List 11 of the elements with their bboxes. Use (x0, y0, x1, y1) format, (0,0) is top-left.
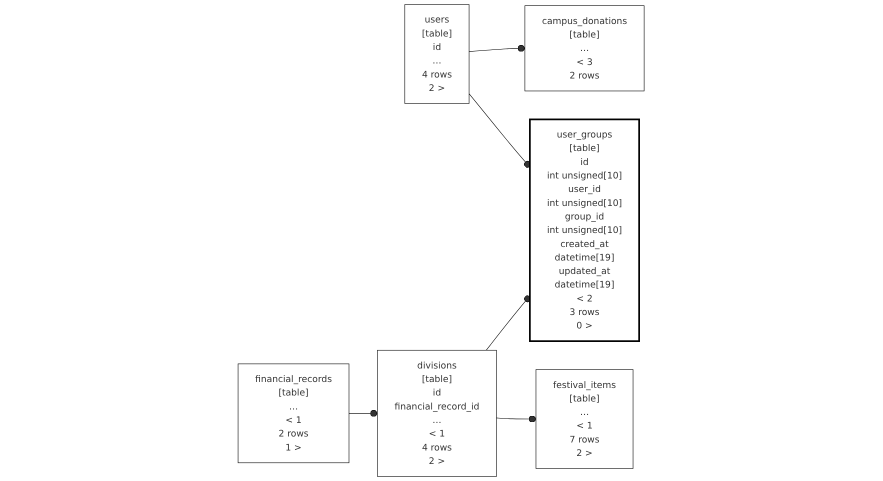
connector (486, 295, 532, 351)
node-box: financial_records [table] … < 1 2 rows 1 > (238, 364, 350, 464)
connector (496, 416, 537, 422)
node-box: campus_donations [table] … < 3 2 rows (525, 5, 645, 92)
connector (349, 410, 378, 417)
node-box: divisions [table] id financial_record_id … < 1 4 rows 2 > (378, 350, 498, 477)
connector (469, 44, 526, 52)
node-box: festival_items [table] … < 1 7 rows 2 > (536, 369, 634, 469)
node-box: user_groups [table] id int unsigned[10] user_id int unsigned[10] group_id int unsigned[10] created_at datetime[19] updated_at datetime[19] < 2 3 rows 0 > (529, 118, 640, 342)
node-box: users [table] id … 4 rows 2 > (404, 4, 470, 104)
connector (469, 93, 532, 168)
